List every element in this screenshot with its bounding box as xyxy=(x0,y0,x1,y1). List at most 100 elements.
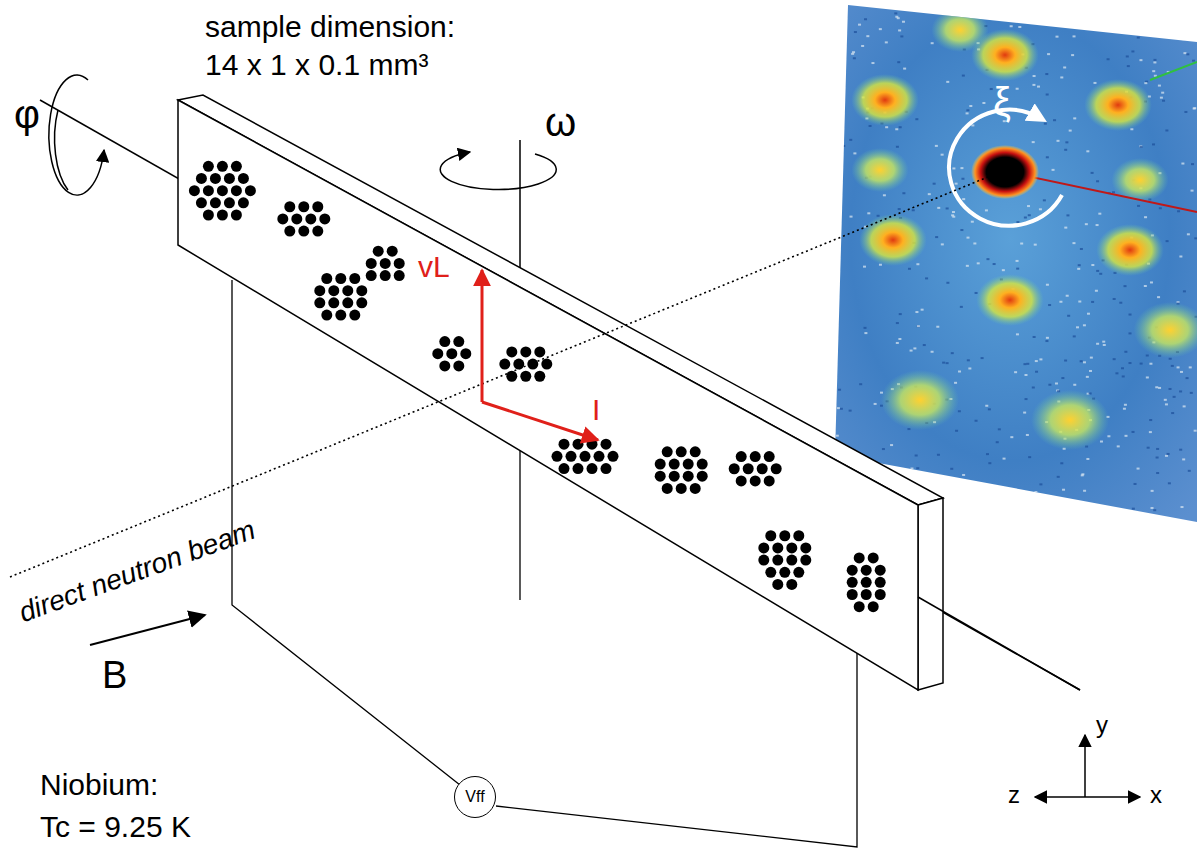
vortex xyxy=(231,185,242,196)
vortex xyxy=(506,346,517,357)
vortex xyxy=(196,197,207,208)
vortex xyxy=(314,285,325,296)
vortex xyxy=(314,297,325,308)
vortex xyxy=(439,336,450,347)
vortex xyxy=(800,542,811,553)
vortex xyxy=(305,213,316,224)
vortex xyxy=(736,475,747,486)
vortex xyxy=(534,371,545,382)
vortex xyxy=(566,451,577,462)
vortex xyxy=(196,173,207,184)
vortex xyxy=(321,273,332,284)
vortex xyxy=(380,270,391,281)
vortex xyxy=(460,348,471,359)
vortex xyxy=(875,577,886,588)
vortex xyxy=(697,459,708,470)
vortex xyxy=(854,601,865,612)
vortex xyxy=(453,336,464,347)
vortex xyxy=(690,446,701,457)
vortex xyxy=(683,459,694,470)
velocity-arrow xyxy=(481,270,484,402)
vortex xyxy=(847,565,858,576)
vortex xyxy=(394,270,405,281)
vortex xyxy=(764,475,775,486)
vortex xyxy=(291,213,302,224)
vortex xyxy=(743,463,754,474)
xi-label: ξ xyxy=(993,80,1011,124)
vortex xyxy=(380,258,391,269)
vortex xyxy=(772,579,783,590)
vortex xyxy=(439,360,450,371)
vortex xyxy=(669,459,680,470)
vortex xyxy=(772,542,783,553)
vortex xyxy=(697,471,708,482)
coordinate-axes xyxy=(1035,735,1140,797)
vortex xyxy=(217,161,228,172)
vortex xyxy=(854,552,865,563)
vortex xyxy=(342,297,353,308)
vortex xyxy=(298,201,309,212)
vortex xyxy=(750,475,761,486)
vortex xyxy=(366,258,377,269)
phi-axis xyxy=(40,100,1080,690)
voltmeter-label: Vff xyxy=(465,788,484,806)
vortex xyxy=(573,463,584,474)
phi-label: φ xyxy=(14,92,40,136)
vortex xyxy=(319,213,330,224)
vortex xyxy=(238,197,249,208)
vortex xyxy=(210,197,221,208)
vortex xyxy=(676,483,687,494)
vortex xyxy=(669,471,680,482)
vortex xyxy=(655,459,666,470)
vortex xyxy=(861,577,872,588)
vortex xyxy=(779,530,790,541)
vortex xyxy=(328,297,339,308)
current-arrow xyxy=(482,402,598,440)
neutron-beam xyxy=(10,170,1005,577)
vortex xyxy=(387,246,398,257)
vortex xyxy=(284,226,295,237)
detector-image xyxy=(820,0,1197,530)
vortex xyxy=(786,555,797,566)
omega-label: ω xyxy=(545,100,576,144)
vortex xyxy=(729,463,740,474)
phi-rotation xyxy=(49,75,104,195)
vortex xyxy=(284,201,295,212)
vortex xyxy=(764,451,775,462)
vortex xyxy=(312,226,323,237)
vortex xyxy=(847,589,858,600)
vortex xyxy=(786,542,797,553)
vortex xyxy=(349,273,360,284)
field-arrow xyxy=(90,615,205,645)
vortex xyxy=(394,258,405,269)
vortex xyxy=(217,209,228,220)
vortex xyxy=(765,567,776,578)
vortex xyxy=(772,555,783,566)
voltage-wires xyxy=(232,280,857,847)
vortex xyxy=(328,285,339,296)
vortex xyxy=(238,173,249,184)
vortex xyxy=(541,359,552,370)
vortex xyxy=(690,483,701,494)
vortex xyxy=(736,451,747,462)
vortex xyxy=(203,185,214,196)
vortex xyxy=(559,463,570,474)
vortex xyxy=(758,542,769,553)
vortex xyxy=(335,273,346,284)
vortex xyxy=(520,346,531,357)
vortex xyxy=(601,439,612,450)
vortex xyxy=(861,565,872,576)
axis-label: z xyxy=(1008,782,1020,808)
beam-label: direct neutron beam xyxy=(15,515,260,629)
vortex xyxy=(224,197,235,208)
vortex xyxy=(520,371,531,382)
vortex xyxy=(231,161,242,172)
vortex xyxy=(573,439,584,450)
vortex xyxy=(779,567,790,578)
vortex xyxy=(432,348,443,359)
vortex xyxy=(277,213,288,224)
vortex xyxy=(601,463,612,474)
vortex xyxy=(868,601,879,612)
vortex xyxy=(608,451,619,462)
